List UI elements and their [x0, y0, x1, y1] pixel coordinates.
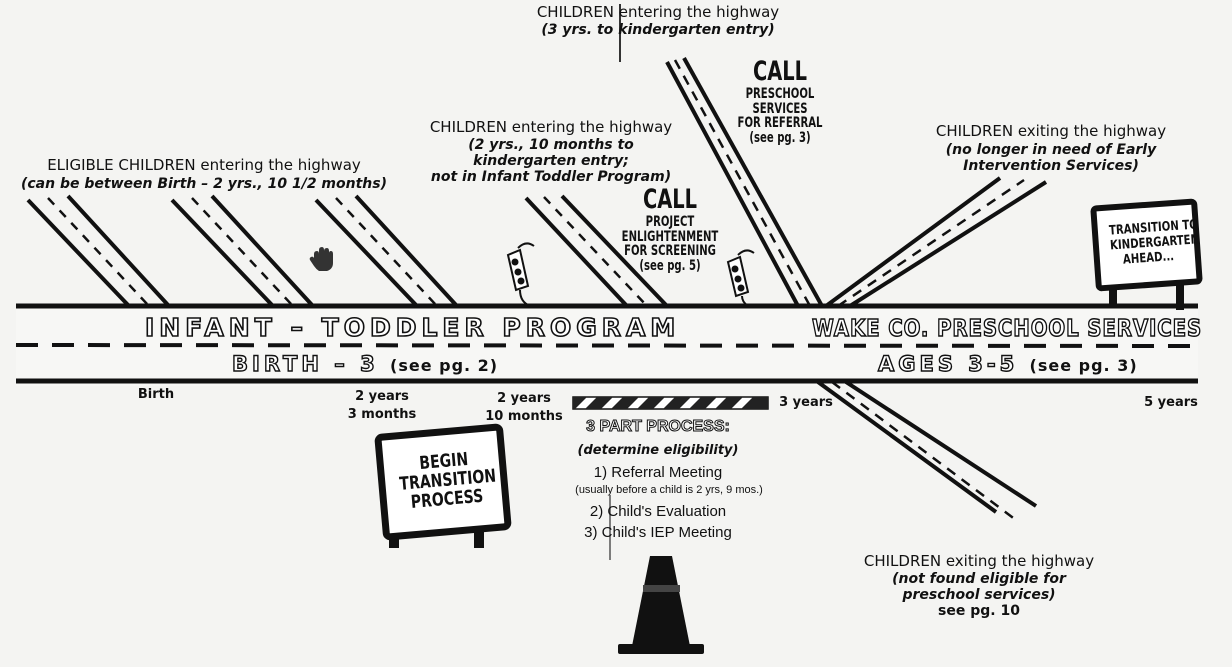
- exit-top-title: CHILDREN exiting the highway: [935, 122, 1167, 140]
- tick-2y10m-line1: 2 years: [497, 391, 551, 406]
- traffic-light-icon: [506, 242, 535, 307]
- top-entry-subtitle: (3 yrs. to kindergarten entry): [541, 22, 775, 38]
- age-left-ref: (see pg. 2): [390, 356, 499, 375]
- call-enlightenment-heading: CALL: [642, 184, 698, 215]
- program-right-label: WAKE CO. PRESCHOOL SERVICES: [811, 315, 1203, 343]
- traffic-light-icon-2: [726, 249, 755, 307]
- program-left-label: INFANT – TODDLER PROGRAM: [144, 312, 681, 342]
- begin-transition-sign: [374, 423, 512, 548]
- on-ramp-preschool: [665, 57, 824, 307]
- mid-entry-sub3: not in Infant Toddler Program): [430, 169, 672, 185]
- kindergarten-sign: [1090, 198, 1203, 310]
- exit-bottom-title: CHILDREN exiting the highway: [863, 552, 1095, 570]
- process-step3: 3) Child's IEP Meeting: [584, 524, 732, 541]
- traffic-cone-icon: [618, 556, 704, 654]
- highway-center-line: [15, 343, 1199, 348]
- mid-entry-sub2: kindergarten entry;: [473, 153, 629, 169]
- call-enlightenment-block: CALL PROJECT ENLIGHTENMENT FOR SCREENING…: [620, 184, 721, 274]
- age-left-range: BIRTH – 3: [231, 351, 379, 376]
- call-enlightenment-line3: FOR SCREENING: [624, 243, 716, 260]
- exit-ramp-bottom: [816, 380, 1038, 521]
- mid-entry-title: CHILDREN entering the highway: [429, 118, 673, 136]
- age-left-label: BIRTH – 3 (see pg. 2): [231, 351, 499, 376]
- call-enlightenment-line4: (see pg. 5): [639, 258, 701, 275]
- on-ramp-3: [314, 194, 458, 307]
- striped-barrier: [572, 396, 769, 410]
- call-preschool-block: CALL PRESCHOOL SERVICES FOR REFERRAL (se…: [737, 56, 823, 146]
- process-step2: 2) Child's Evaluation: [589, 503, 727, 520]
- call-preschool-line2: SERVICES: [752, 100, 808, 117]
- call-preschool-heading: CALL: [752, 56, 808, 87]
- hand-cursor-icon: [309, 247, 333, 271]
- exit-bottom-sub1: (not found eligible for: [892, 571, 1066, 587]
- exit-ramp-top: [824, 176, 1048, 308]
- tick-2y10m-line2: 10 months: [485, 409, 563, 424]
- on-ramp-2: [170, 194, 314, 307]
- top-entry-title: CHILDREN entering the highway: [536, 3, 780, 21]
- kindergarten-sign-text: TRANSITION TO KINDERGARTEN AHEAD...: [1109, 217, 1200, 269]
- tick-3y: 3 years: [779, 395, 833, 410]
- mid-entry-sub1: (2 yrs., 10 months to: [468, 137, 634, 153]
- call-preschool-line4: (see pg. 3): [749, 130, 811, 147]
- process-step1-note: (usually before a child is 2 yrs, 9 mos.…: [575, 484, 763, 496]
- tick-birth: Birth: [137, 387, 175, 402]
- call-enlightenment-line1: PROJECT: [645, 214, 695, 231]
- process-subtitle: (determine eligibility): [577, 443, 739, 458]
- eligible-entry-title: ELIGIBLE CHILDREN entering the highway: [47, 156, 361, 174]
- on-ramp-4: [524, 194, 668, 307]
- call-enlightenment-line2: ENLIGHTENMENT: [621, 228, 719, 245]
- tick-5y: 5 years: [1144, 395, 1198, 410]
- eligible-entry-subtitle: (can be between Birth – 2 yrs., 10 1/2 m…: [20, 176, 387, 192]
- exit-top-sub1: (no longer in need of Early: [945, 142, 1157, 158]
- process-step1: 1) Referral Meeting: [593, 464, 723, 481]
- exit-bottom-sub3: see pg. 10: [938, 603, 1020, 619]
- on-ramp-1: [26, 194, 170, 307]
- exit-top-sub2: Intervention Services): [963, 158, 1139, 174]
- process-title: 3 PART PROCESS:: [586, 417, 731, 435]
- tick-2y3m-line1: 2 years: [355, 389, 409, 404]
- age-right-label: AGES 3-5 (see pg. 3): [877, 351, 1138, 376]
- age-right-range: AGES 3-5: [877, 351, 1019, 376]
- age-right-ref: (see pg. 3): [1029, 356, 1138, 375]
- call-preschool-line3: FOR REFERRAL: [737, 115, 823, 132]
- begin-sign-text: BEGIN TRANSITION PROCESS: [397, 449, 497, 513]
- call-preschool-line1: PRESCHOOL: [745, 86, 815, 103]
- tick-2y3m-line2: 3 months: [347, 407, 417, 422]
- exit-bottom-sub2: preschool services): [902, 587, 1056, 603]
